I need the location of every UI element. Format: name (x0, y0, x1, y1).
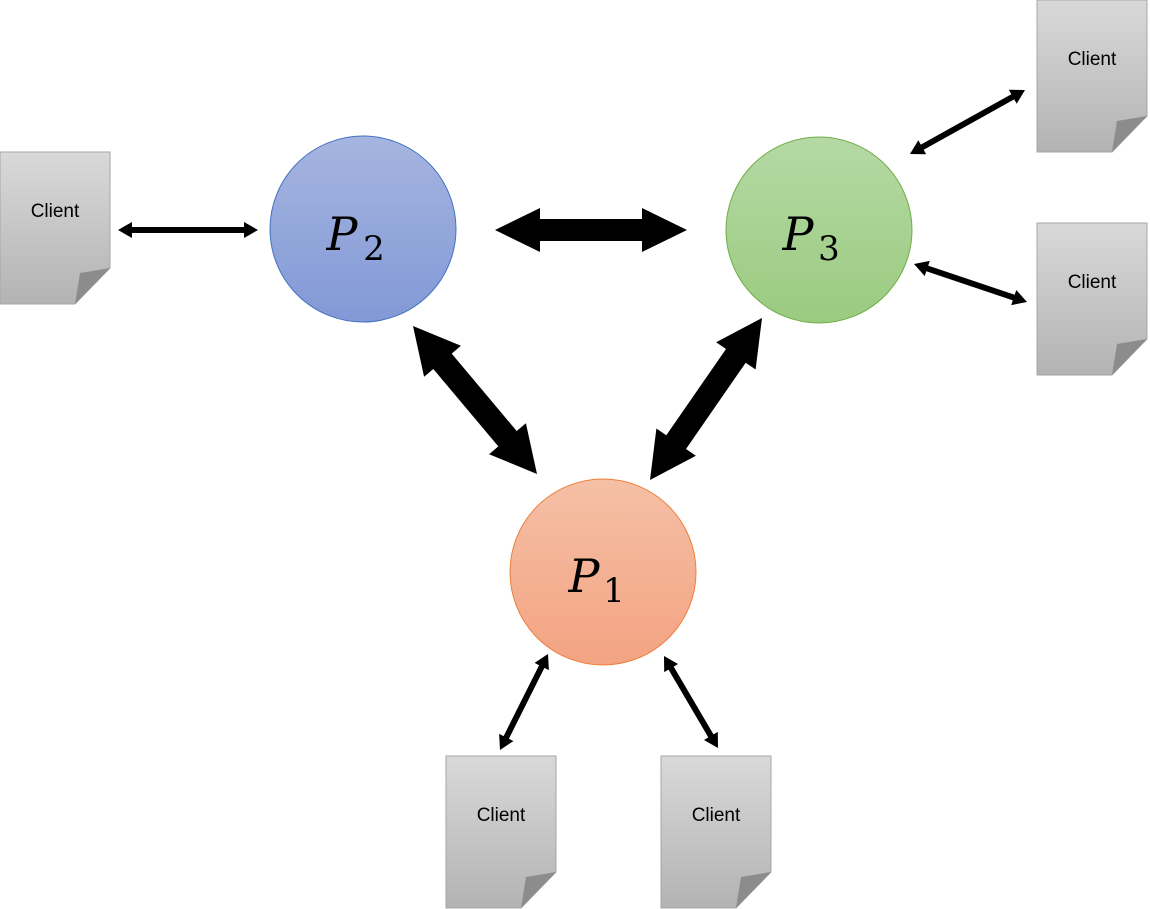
thick-arrow-p2-p1 (413, 326, 537, 474)
node-p2-subscript: 2 (363, 229, 385, 269)
client-label: Client (1068, 272, 1117, 293)
node-p2-letter: P (326, 207, 359, 261)
client-mid-right: Client (1036, 222, 1148, 376)
thick-arrow-p3-p1 (650, 318, 762, 480)
node-p2: P 2 (269, 135, 457, 323)
thin-arrow-p1-client-left (499, 654, 549, 750)
client-left: Client (0, 151, 111, 305)
client-bottom-right: Client (660, 755, 772, 909)
node-p3: P 3 (725, 136, 913, 324)
node-p1: P 1 (509, 478, 697, 666)
node-p1-letter: P (568, 549, 601, 603)
thin-arrow-client-p2 (118, 222, 258, 238)
thick-arrow-p2-p3 (495, 208, 687, 252)
client-label: Client (31, 201, 80, 222)
client-top-right: Client (1036, 0, 1148, 153)
thin-arrow-p3-client-mid (914, 260, 1027, 306)
client-label: Client (477, 805, 526, 826)
arrows-layer (118, 89, 1027, 750)
thin-arrow-p1-client-right (664, 656, 718, 748)
client-label: Client (692, 805, 741, 826)
client-bottom-left: Client (445, 755, 557, 909)
node-p1-subscript: 1 (603, 571, 625, 611)
thin-arrow-p3-client-top (910, 89, 1025, 155)
node-p3-subscript: 3 (818, 229, 840, 269)
node-p3-letter: P (782, 207, 815, 261)
client-label: Client (1068, 49, 1117, 70)
